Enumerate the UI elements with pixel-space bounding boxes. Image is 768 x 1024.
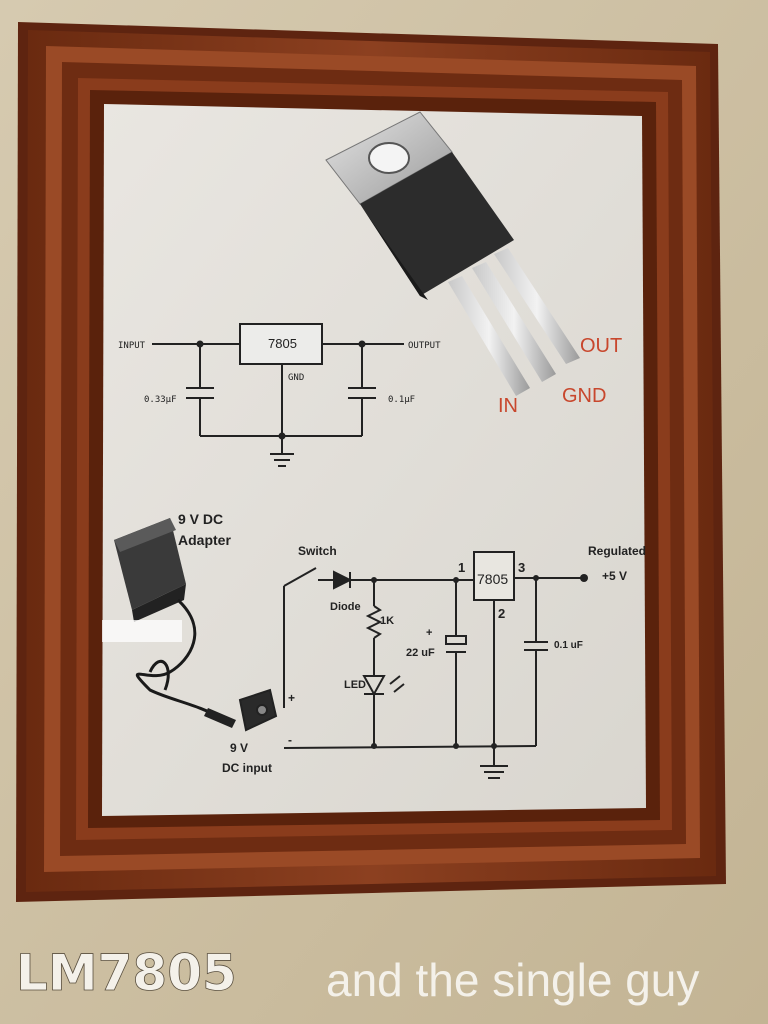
label-led: LED xyxy=(344,679,366,691)
junction-dot xyxy=(453,743,459,749)
label-switch: Switch xyxy=(298,544,337,558)
pin-leg-out xyxy=(494,248,580,364)
label-minus: - xyxy=(288,733,292,747)
junction-dot xyxy=(278,432,286,440)
caption-title-bold: LM7805 xyxy=(16,944,237,1002)
pin-label-gnd: GND xyxy=(562,385,606,407)
label-resistor: 1K xyxy=(380,615,394,627)
pin-leg-in xyxy=(448,276,530,396)
schematic-bottom-diagram xyxy=(238,551,584,779)
regulator-package-image xyxy=(325,111,580,396)
label-cap-in: 0.33μF xyxy=(144,395,177,405)
junction-dot xyxy=(371,743,377,749)
label-adapter-line1: 9 V DC xyxy=(178,511,223,527)
adapter-image xyxy=(102,518,236,728)
label-diode: Diode xyxy=(330,601,361,613)
label-output: OUTPUT xyxy=(408,341,441,351)
label-cap1-plus: + xyxy=(426,627,432,639)
label-adapter-line2: Adapter xyxy=(178,532,231,548)
junction-dot xyxy=(453,577,459,583)
label-cap2: 0.1 uF xyxy=(554,640,583,651)
label-dc-input-line1: 9 V xyxy=(230,741,248,755)
label-ic-7805-top: 7805 xyxy=(268,336,297,351)
label-cap-out: 0.1μF xyxy=(388,395,415,405)
dc-jack-icon xyxy=(256,704,268,716)
pin-label-in: IN xyxy=(498,395,518,417)
label-pin1: 1 xyxy=(458,560,465,575)
caption-title-rest: and the single guy xyxy=(326,954,699,1006)
schematic-paper xyxy=(102,104,646,816)
label-gnd-top: GND xyxy=(288,373,304,383)
label-cap1: 22 uF xyxy=(406,647,435,659)
label-input: INPUT xyxy=(118,341,146,351)
schematic-top-diagram xyxy=(152,323,404,467)
pin-leg-gnd xyxy=(472,262,556,382)
junction-dot xyxy=(371,577,377,583)
pin-label-out: OUT xyxy=(580,335,622,357)
ic-7805-box-bottom xyxy=(473,551,515,601)
label-ic-7805-bottom: 7805 xyxy=(477,571,508,587)
junction-dot xyxy=(358,340,366,348)
output-terminal-dot xyxy=(580,574,588,582)
glare-highlight xyxy=(102,620,182,642)
mounting-hole-icon xyxy=(368,142,410,174)
label-pin3: 3 xyxy=(518,560,525,575)
label-plus: + xyxy=(288,691,295,705)
junction-dot xyxy=(196,340,204,348)
label-pin2: 2 xyxy=(498,606,505,621)
label-regulated-line2: +5 V xyxy=(602,569,627,583)
junction-dot xyxy=(491,743,497,749)
label-dc-input-line2: DC input xyxy=(222,761,272,775)
label-regulated-line1: Regulated xyxy=(588,544,646,558)
junction-dot xyxy=(533,575,539,581)
